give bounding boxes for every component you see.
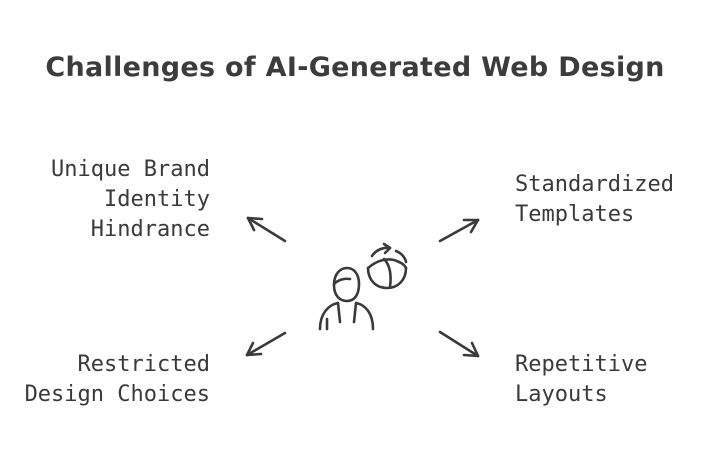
diagram-title: Challenges of AI-Generated Web Design (45, 52, 665, 83)
arrow-bottom-left (245, 331, 287, 357)
refresh-globe-icon (366, 242, 408, 290)
arrow-top-left (246, 216, 287, 243)
arrow-bottom-right (438, 330, 480, 358)
label-repetitive-layouts: Repetitive Layouts (515, 352, 648, 407)
label-restricted-design-choices: Restricted Design Choices (24, 352, 210, 407)
person-icon (318, 266, 375, 331)
arrow-top-right (438, 218, 480, 243)
label-standardized-templates: Standardized Templates (515, 172, 674, 227)
label-unique-brand-identity-hindrance: Unique Brand Identity Hindrance (51, 157, 210, 242)
